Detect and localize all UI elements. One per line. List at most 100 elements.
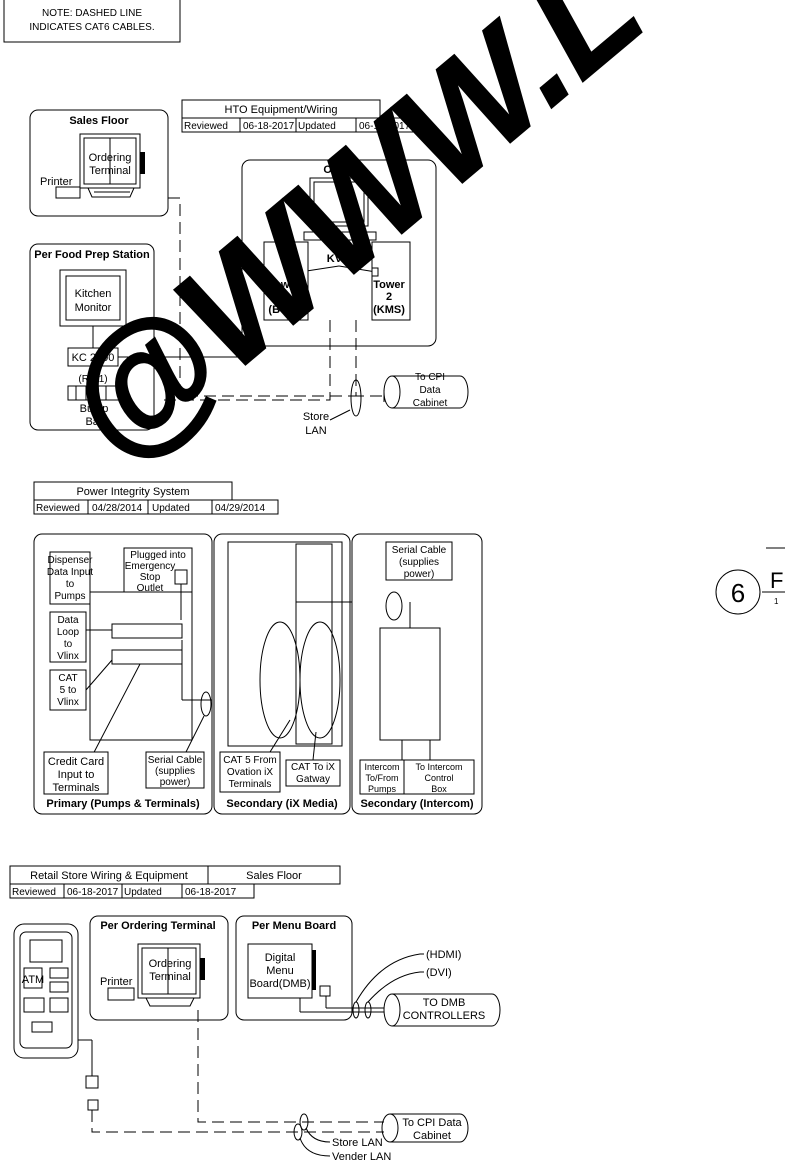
cat5-line1: CAT [58, 673, 77, 684]
callout-sub: 1 [774, 597, 779, 606]
hto-cpi-line1: To CPI [415, 372, 445, 383]
tower2-line2: 2 [386, 291, 392, 303]
hto-reviewed-label: Reviewed [184, 121, 228, 132]
ordering-terminal-panel: Per Ordering Terminal Ordering Terminal … [89, 915, 229, 1021]
hto-cpi-line3: Cabinet [413, 398, 448, 409]
retail-terminal-line1: Ordering [149, 958, 192, 970]
hto-sales-floor-title: Sales Floor [69, 115, 129, 127]
printer-icon [55, 186, 81, 199]
dvi-label: (DVI) [426, 967, 452, 979]
retail-updated-date: 06-18-2017 [185, 887, 237, 898]
cat-to-line1: CAT To iX [291, 762, 335, 773]
credit-line3: Terminals [52, 782, 100, 794]
retail-header: Retail Store Wiring & Equipment Sales Fl… [9, 865, 341, 899]
hdmi-label: (HDMI) [426, 949, 461, 961]
bump-line1: Bump [80, 403, 109, 415]
intercom-panel: Secondary (Intercom) Serial Cable (suppl… [351, 533, 483, 815]
side-callout: 6 F 1 [715, 547, 785, 615]
outlet-icon [174, 569, 188, 585]
hto-reviewed-date: 06-18-2017 [243, 121, 295, 132]
dispenser-line3: to [66, 579, 75, 590]
hto-sales-floor-panel: Sales Floor Ordering Terminal Printer [29, 109, 169, 217]
vlinx-port-block-top [111, 623, 183, 639]
ixmedia-rack [295, 543, 333, 745]
retail-terminal-line2: Terminal [149, 971, 191, 983]
hto-printer-label: Printer [40, 176, 73, 188]
retail-wiring: Store LAN Vender LAN To CPI Data Cabinet [91, 1010, 469, 1163]
hto-updated-label: Updated [298, 121, 336, 132]
kitchen-monitor-line2: Monitor [75, 302, 112, 314]
note-line-2: INDICATES CAT6 CABLES. [29, 22, 154, 33]
hto-terminal-line2: Terminal [89, 165, 131, 177]
power-updated-label: Updated [152, 503, 190, 514]
hto-cpi-cabinet: To CPI Data Cabinet [383, 372, 469, 409]
power-header: Power Integrity System Reviewed 04/28/20… [33, 481, 279, 515]
tower2-line1: Tower [373, 279, 405, 291]
retail-reviewed-date: 06-18-2017 [67, 887, 119, 898]
hto-title: HTO Equipment/Wiring [225, 104, 338, 116]
intercom-control-line3: Box [431, 784, 447, 794]
hto-updated-date: 06-18-2017 [359, 121, 411, 132]
ixmedia-title: Secondary (iX Media) [226, 798, 338, 810]
food-prep-title: Per Food Prep Station [34, 249, 150, 261]
office-title: Office [323, 164, 354, 176]
terminal-scanner-icon [140, 152, 145, 174]
cat5-from-line3: Terminals [229, 779, 272, 790]
plugged-line1: Plugged into [130, 550, 186, 561]
retail-cpi-line2: Cabinet [413, 1130, 451, 1142]
power-updated-date: 04/29/2014 [215, 503, 265, 514]
power-reviewed-label: Reviewed [36, 503, 80, 514]
bump-bar [67, 385, 121, 401]
note-line-1: NOTE: DASHED LINE [42, 8, 142, 19]
dmb-controllers-line1: TO DMB [423, 997, 466, 1009]
retail-printer-label: Printer [100, 976, 133, 988]
kitchen-monitor-line1: Kitchen [75, 288, 112, 300]
primary-serial-loop [200, 691, 212, 717]
menu-board-panel: Per Menu Board Digital Menu Board(DMB) [235, 915, 384, 1021]
data-loop-line4: Vlinx [57, 651, 79, 662]
power-title: Power Integrity System [76, 486, 189, 498]
kc2500-label: KC 2500 [72, 352, 115, 364]
tower-2 [371, 241, 411, 321]
data-loop-line1: Data [57, 615, 79, 626]
intercom-control-line1: To Intercom [415, 762, 462, 772]
tower1-line2: 1 [281, 291, 287, 303]
retail-store-lan: Store LAN [332, 1137, 383, 1149]
ordering-title: Per Ordering Terminal [100, 920, 215, 932]
office-panel: Office KVM Tower 1 (BOS) Tower 2 (KMS) [241, 159, 437, 347]
callout-number: 6 [731, 578, 745, 608]
intercom-rack [379, 627, 441, 741]
tower1-line3: (BOS) [268, 304, 300, 316]
terminal-base-icon [87, 187, 135, 198]
menu-title: Per Menu Board [252, 920, 336, 932]
retail-title: Retail Store Wiring & Equipment [30, 870, 188, 882]
ixmedia-panel: Secondary (iX Media) CAT 5 From Ovation … [213, 533, 398, 815]
dispenser-line1: Dispenser [47, 555, 93, 566]
retail-reviewed-label: Reviewed [12, 887, 56, 898]
intercom-control-line2: Control [424, 773, 453, 783]
retail-updated-label: Updated [124, 887, 162, 898]
retail-cpi-line1: To CPI Data [402, 1117, 462, 1129]
atm-label: ATM [22, 974, 44, 986]
office-keyboard [303, 231, 377, 241]
dmb-cabling: (HDMI) (DVI) TO DMB CONTROLLERS [352, 949, 501, 1027]
retail-vender-lan: Vender LAN [332, 1151, 391, 1163]
intercom-serial-loop [385, 591, 403, 621]
intercom-serial-line3: power) [404, 569, 435, 580]
note-box: NOTE: DASHED LINE INDICATES CAT6 CABLES. [3, 0, 181, 43]
cat-to-line2: Gatway [296, 774, 330, 785]
cat5-line2: 5 to [60, 685, 77, 696]
vlinx-port-block-bottom [111, 649, 183, 665]
intercom-tofrom-line2: To/From [365, 773, 398, 783]
intercom-serial-line2: (supplies [399, 557, 439, 568]
cat5-from-line1: CAT 5 From [223, 755, 277, 766]
store-lan-loop [350, 379, 362, 417]
hto-terminal-line1: Ordering [89, 152, 132, 164]
dmb-line1: Digital [265, 952, 296, 964]
primary-serial-line1: Serial Cable [148, 755, 203, 766]
retail-printer-icon [107, 987, 135, 1001]
hto-cpi-line2: Data [419, 385, 441, 396]
callout-letter: F [770, 568, 783, 593]
primary-serial-line2: (supplies [155, 766, 195, 777]
hto-wiring: Store LAN [118, 197, 385, 437]
